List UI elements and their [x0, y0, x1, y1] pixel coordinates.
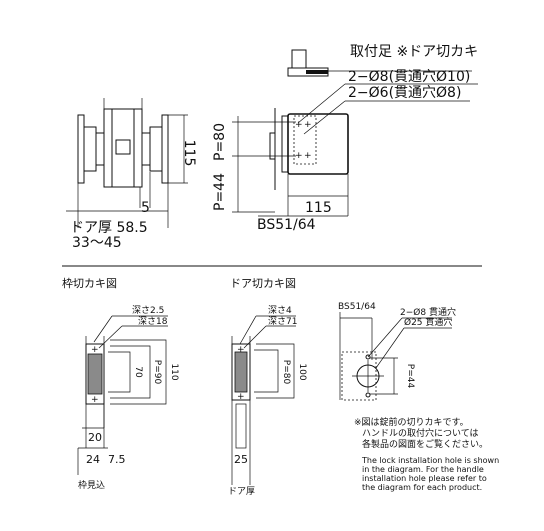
note-jp-1: ※図は錠前の切りカキです。: [354, 416, 469, 428]
pitch-44-label: P=44: [212, 173, 228, 211]
hole-drawing: [339, 312, 452, 401]
door-cutout-drawing: + +: [231, 315, 296, 485]
door-dim-100: 100: [297, 363, 307, 380]
svg-text:+: +: [91, 395, 99, 405]
frame-dim-110: 110: [169, 363, 179, 380]
door-cutout-title: ドア切カキ図: [230, 277, 296, 290]
front-view-drawing: + + + +: [232, 49, 478, 217]
note-en-2: in the diagram. For the handle: [362, 465, 484, 474]
note-jp-3: 各製品の図面をご覧ください。: [362, 438, 488, 450]
pitch-80-label: P=80: [212, 123, 228, 161]
note-jp-2: ハンドルの取付穴については: [362, 427, 479, 439]
frame-depth-1: 深さ2.5: [132, 305, 164, 316]
hole-pitch-44: P=44: [405, 364, 415, 389]
svg-text:+: +: [91, 345, 99, 355]
svg-text:+: +: [237, 345, 245, 355]
frame-dim-7-5: 7.5: [108, 453, 126, 466]
door-dim-25: 25: [234, 453, 248, 466]
frame-depth-2: 深さ18: [138, 316, 168, 327]
frame-pitch-90: P=90: [152, 360, 162, 385]
frame-dim-70: 70: [133, 366, 143, 378]
door-depth-1: 深さ4: [268, 305, 292, 316]
svg-text:+: +: [304, 151, 312, 161]
frame-dim-20: 20: [88, 431, 102, 444]
side-view-drawing: [66, 98, 188, 228]
dim-5-label: 5: [141, 200, 150, 216]
svg-text:+: +: [237, 392, 245, 402]
door-pitch-80: P=80: [281, 360, 291, 385]
svg-text:+: +: [304, 120, 312, 130]
mount-foot-title: 取付足 ※ドア切カキ: [350, 44, 478, 60]
door-thickness-label: ドア厚 58.5: [70, 220, 148, 236]
frame-cutout-drawing: + +: [77, 315, 168, 475]
backset-label: BS51/64: [257, 217, 316, 233]
side-height-dim: 115: [181, 140, 197, 167]
door-thickness-label-small: ドア厚: [228, 486, 255, 497]
hole-backset-label: BS51/64: [338, 302, 376, 312]
frame-cutout-title: 枠切カキ図: [62, 276, 117, 290]
door-range-label: 33〜45: [72, 235, 122, 251]
notes-block: ※図は錠前の切りカキです。 ハンドルの取付穴については 各製品の図面をご覧くださ…: [354, 416, 499, 492]
frame-depth-label: 枠見込: [78, 479, 105, 491]
hole-spec-2: 2−Ø6(貫通穴Ø8): [348, 85, 461, 101]
svg-text:+: +: [295, 151, 303, 161]
note-en-3: installation hole please refer to: [362, 474, 487, 483]
door-depth-2: 深さ71: [268, 316, 297, 327]
svg-text:+: +: [295, 120, 303, 130]
frame-dim-24: 24: [86, 453, 100, 466]
note-en-1: The lock installation hole is shown: [361, 456, 499, 465]
note-en-4: the diagram for each product.: [362, 483, 482, 492]
hole-spec-8: 2−Ø8 貫通穴: [400, 306, 456, 318]
front-width-dim: 115: [305, 200, 332, 216]
hole-spec-1: 2−Ø8(貫通穴Ø10): [348, 69, 470, 85]
hole-spec-25: Ø25 貫通穴: [404, 316, 452, 328]
